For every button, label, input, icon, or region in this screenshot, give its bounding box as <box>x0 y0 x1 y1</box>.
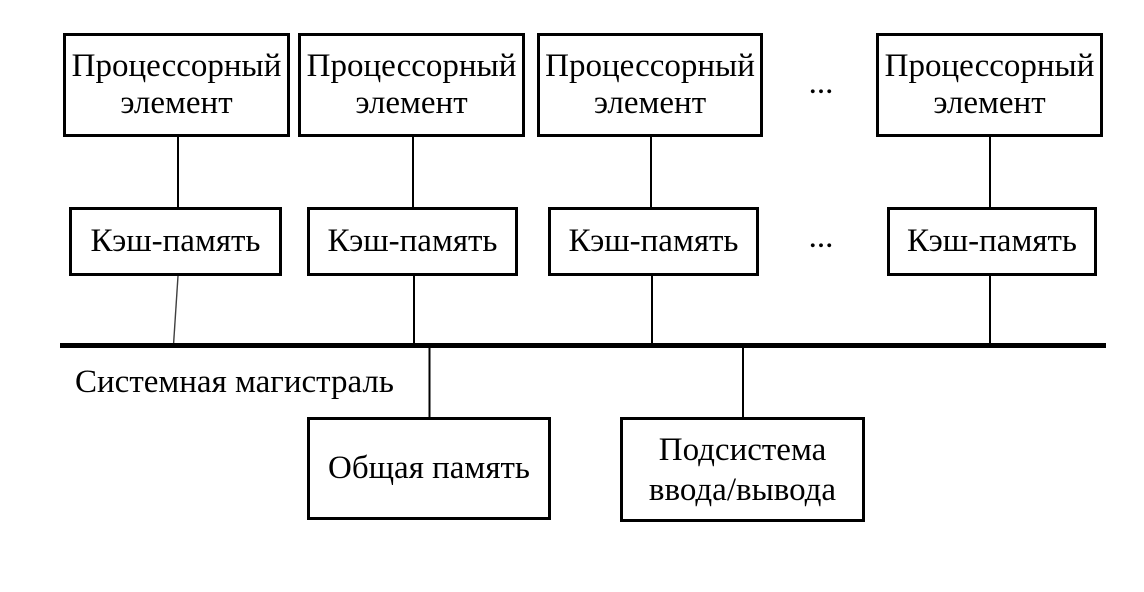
cache-memory-box-4: Кэш-память <box>887 207 1097 276</box>
processor-row-ellipsis: ... <box>808 65 834 101</box>
shared-memory-box: Общая память <box>307 417 551 520</box>
processor-element-box-1: Процессорный элемент <box>63 33 290 137</box>
processor-element-box-2: Процессорный элемент <box>298 33 525 137</box>
processor-element-box-3: Процессорный элемент <box>537 33 763 137</box>
cache-memory-box-3: Кэш-память <box>548 207 759 276</box>
cache-memory-box-2: Кэш-память <box>307 207 518 276</box>
io-subsystem-box: Подсистема ввода/вывода <box>620 417 865 522</box>
system-bus-label: Системная магистраль <box>75 364 394 400</box>
cache-bus-connector-1 <box>172 275 179 346</box>
cache-memory-box-1: Кэш-память <box>69 207 282 276</box>
processor-element-box-4: Процессорный элемент <box>876 33 1103 137</box>
cache-row-ellipsis: ... <box>808 219 834 255</box>
